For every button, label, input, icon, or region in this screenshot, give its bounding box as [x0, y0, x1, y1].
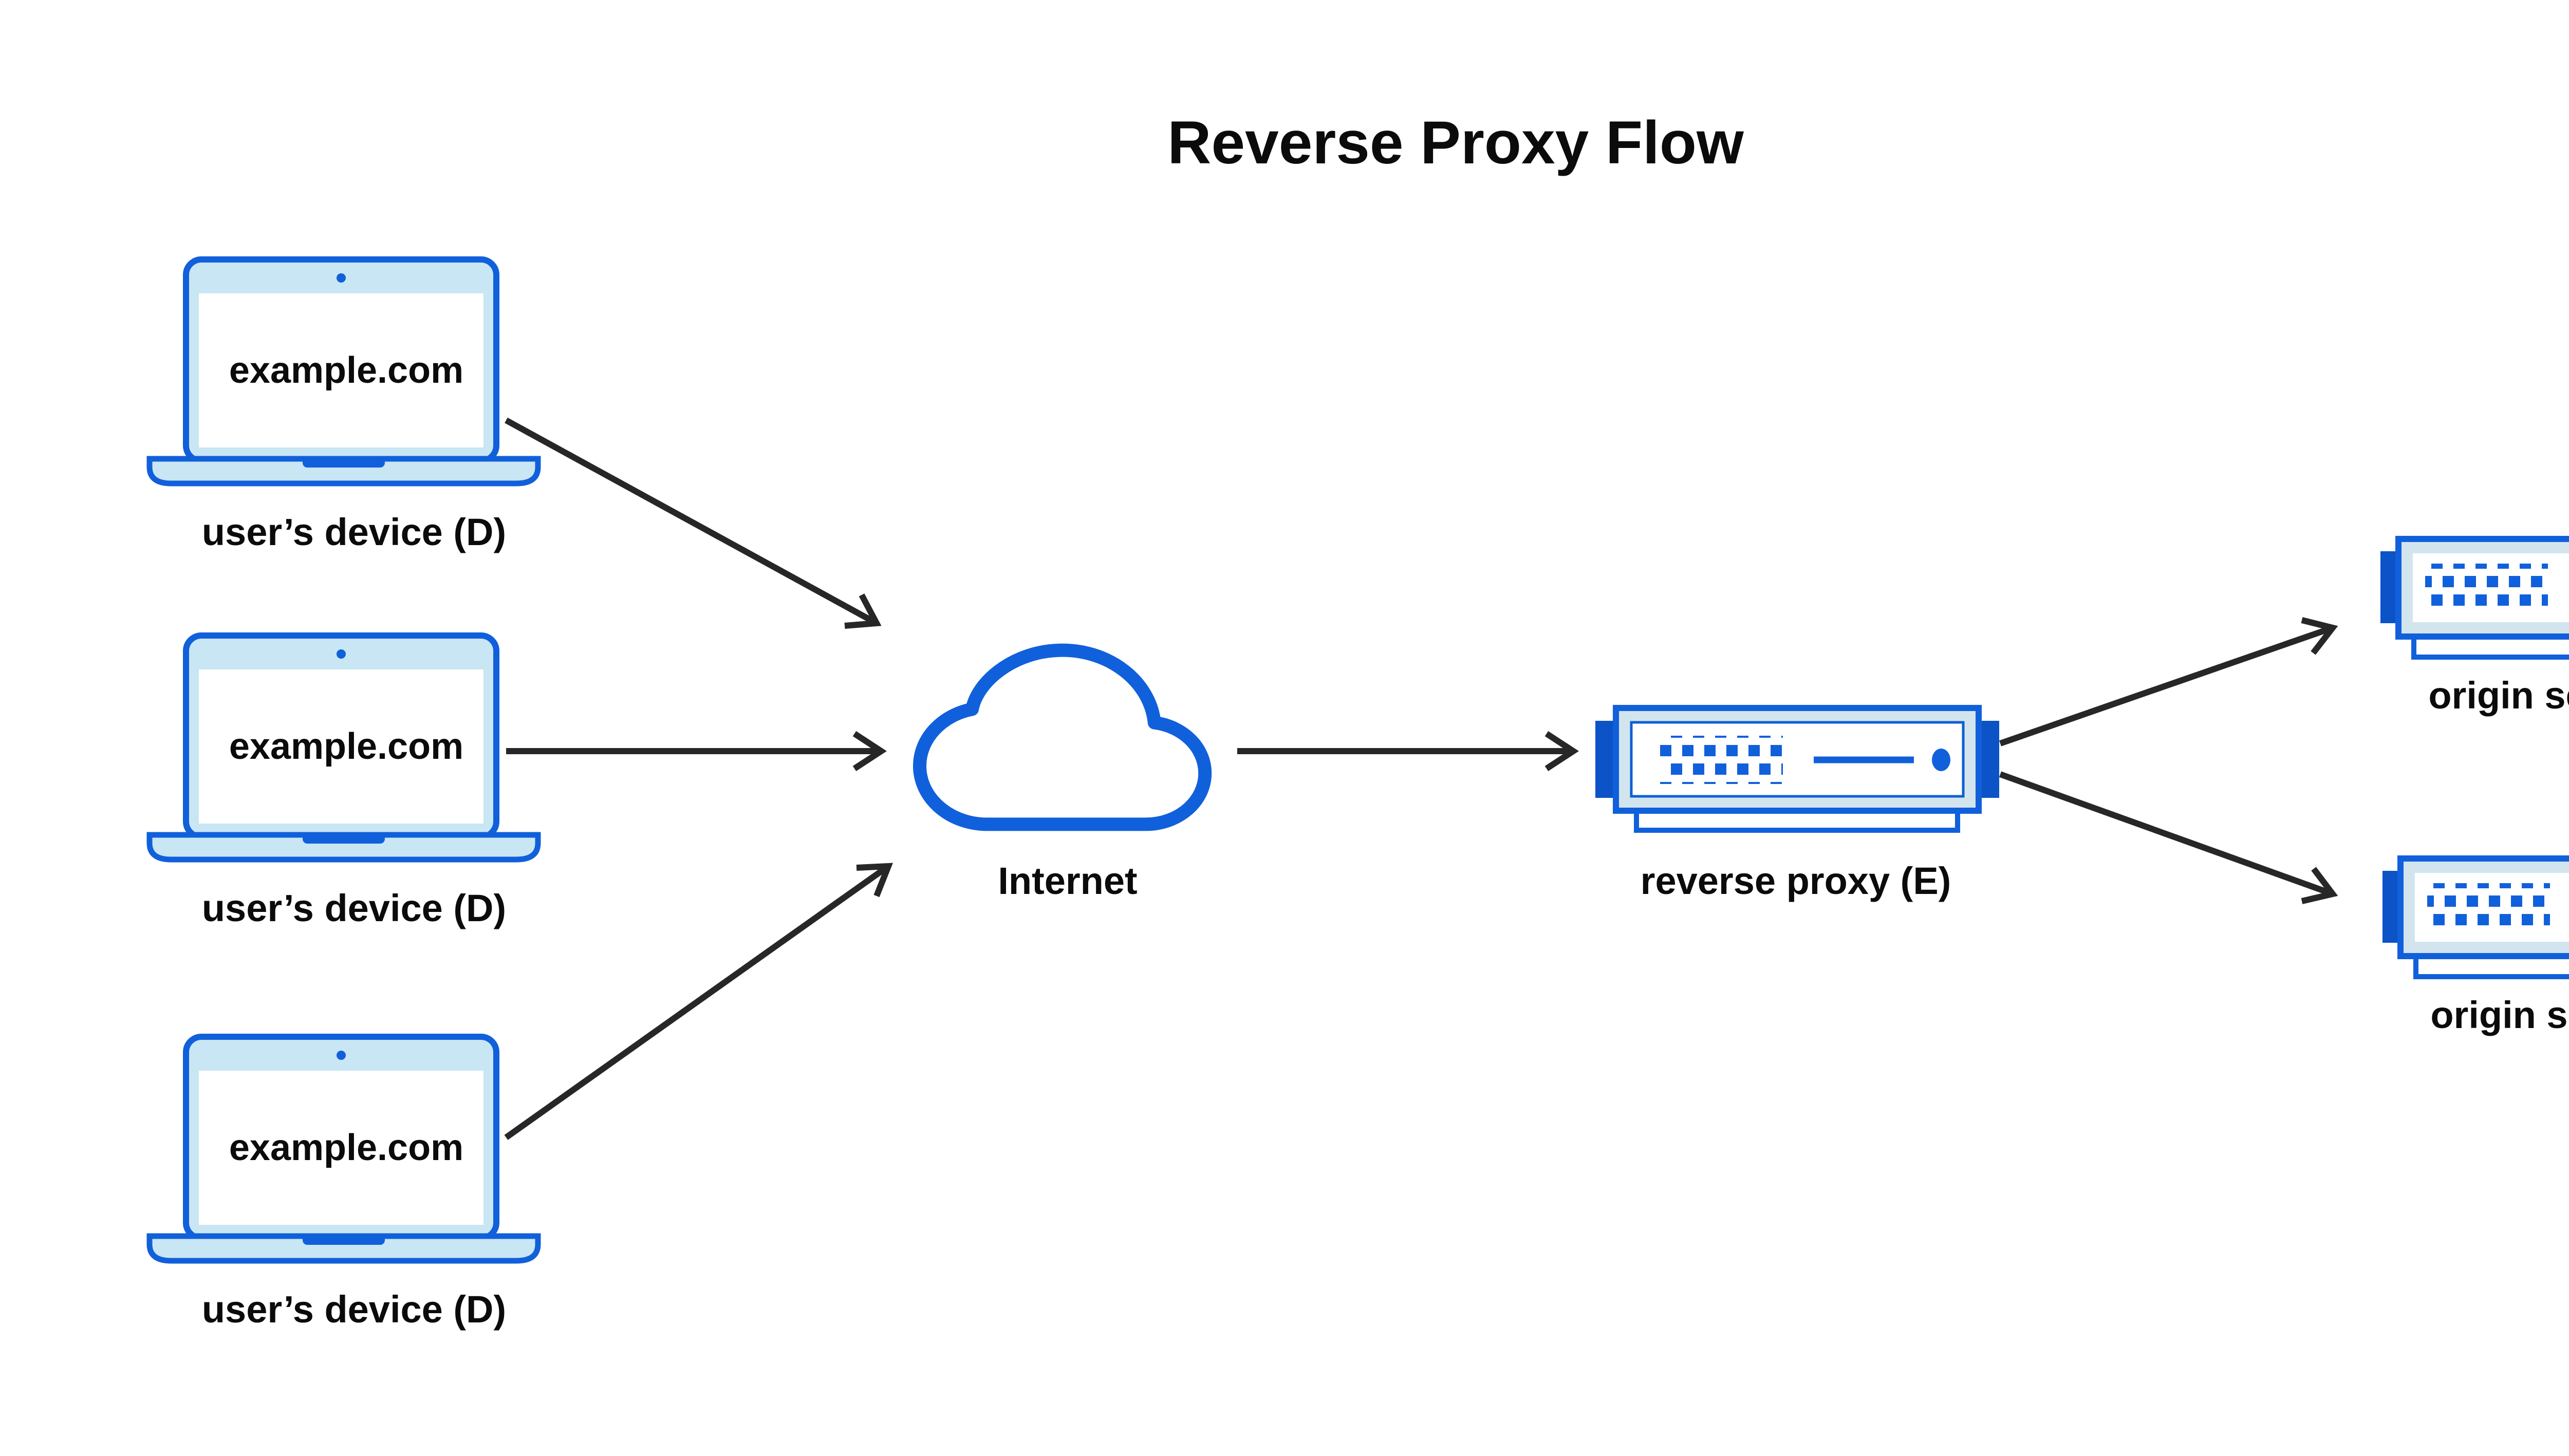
- arrow-device1-to-internet-icon: [505, 417, 882, 629]
- device-caption: user’s device (D): [202, 1288, 506, 1331]
- internet-label: Internet: [998, 860, 1137, 902]
- laptop-base-notch: [303, 835, 385, 844]
- laptop-base: [146, 832, 541, 863]
- arrow-internet-to-proxy-icon: [1237, 731, 1579, 772]
- laptop-screen: [199, 669, 483, 824]
- origin-server-label: origin server (F): [2430, 994, 2569, 1036]
- device-caption: user’s device (D): [202, 511, 506, 553]
- device-screen-url: example.com: [229, 726, 463, 767]
- origin-server-2: origin server (F): [2382, 855, 2569, 1036]
- user-device-1: example.com user’s device (D): [146, 256, 541, 553]
- laptop-base-notch: [303, 459, 385, 468]
- cloud-icon: [920, 650, 1205, 825]
- origin-server-1: origin server (F): [2380, 536, 2569, 717]
- laptop-base-notch: [303, 1236, 385, 1245]
- user-device-3: example.com user’s device (D): [146, 1034, 541, 1331]
- laptop-base: [146, 456, 541, 487]
- reverse-proxy-node: reverse proxy (E): [1595, 705, 1999, 902]
- arrow-proxy-to-origin1-icon: [1999, 617, 2338, 746]
- indicator-dot-icon: [1932, 749, 1950, 771]
- arrow-device2-to-internet-icon: [506, 731, 887, 772]
- laptop-screen: [199, 1071, 483, 1225]
- laptop-screen: [199, 293, 483, 447]
- webcam-dot-icon: [337, 649, 346, 659]
- diagram-title: Reverse Proxy Flow: [1167, 109, 1744, 177]
- device-caption: user’s device (D): [202, 887, 506, 929]
- internet-node: Internet: [920, 650, 1205, 902]
- vent-grid-icon: [2427, 883, 2550, 931]
- laptop-base: [146, 1233, 541, 1264]
- vent-grid-icon: [2425, 564, 2548, 612]
- webcam-dot-icon: [337, 273, 346, 283]
- user-device-2: example.com user’s device (D): [146, 632, 541, 929]
- vent-grid-icon: [1660, 736, 1783, 784]
- origin-server-label: origin server (F): [2428, 674, 2569, 717]
- arrow-device3-to-internet-icon: [504, 863, 893, 1140]
- device-screen-url: example.com: [229, 350, 463, 391]
- webcam-dot-icon: [337, 1051, 346, 1060]
- arrow-proxy-to-origin2-icon: [1999, 771, 2338, 904]
- flow-arrows: [504, 417, 2338, 1140]
- reverse-proxy-label: reverse proxy (E): [1641, 860, 1951, 902]
- device-screen-url: example.com: [229, 1127, 463, 1168]
